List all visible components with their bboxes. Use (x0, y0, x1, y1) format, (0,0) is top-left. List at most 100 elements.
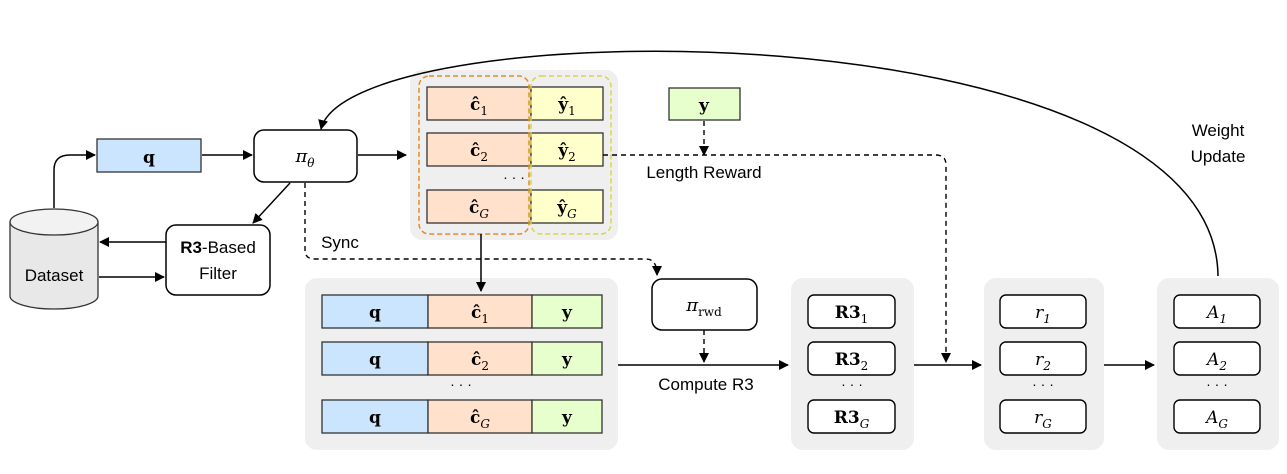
triple-cot-label-subscript: G (480, 417, 490, 431)
r3-score-label-subscript: 1 (861, 312, 869, 326)
dataset-to-query-arrow (53, 150, 96, 208)
r3-score-label: R3G (834, 408, 870, 431)
rollout-cot-label: ĉ2 (470, 141, 488, 164)
reward-model-symbol: π (685, 295, 699, 316)
r3-score-box (807, 294, 896, 329)
filter-bold: R3 (180, 238, 202, 257)
triple-target-label-main: y (561, 408, 573, 428)
rollout-answer-label-subscript: 1 (568, 104, 576, 118)
triples-ellipsis: · · · (450, 376, 472, 392)
triple-cot-cell (427, 294, 533, 329)
triple-cot-label-subscript: 2 (481, 359, 489, 373)
advantage-label-subscript: 1 (1219, 312, 1227, 326)
length-reward-label: Length Reward (646, 163, 761, 182)
rollout-cot-label-subscript: 2 (480, 150, 488, 164)
triple-query-label-main: q (369, 350, 381, 370)
rollout-answer-label: ŷ2 (557, 141, 576, 164)
r3-score-label-subscript: G (860, 417, 870, 431)
advantage-box (1173, 341, 1261, 376)
reward-model-subscript: rwd (698, 305, 722, 319)
reward-label: r1 (1035, 303, 1051, 326)
advantage-ellipsis: · · · (1206, 376, 1228, 392)
r3-score-label: R32 (835, 350, 869, 373)
rollout-cot-label-main: ĉ (470, 141, 480, 161)
r3-score-label-subscript: 2 (861, 359, 869, 373)
r3-score-label: R31 (835, 303, 869, 326)
policy-subscript: θ (307, 156, 315, 170)
sync-arrow (304, 183, 662, 276)
triple-cot-label-subscript: 1 (481, 312, 489, 326)
connectors (53, 50, 1219, 370)
rollout-cot-cell (426, 189, 532, 224)
triple-query-label: q (369, 408, 381, 428)
policy-symbol: π (294, 146, 308, 167)
reward-box (999, 341, 1087, 376)
advantage-box (1173, 294, 1261, 329)
weight-update-line1: Weight (1192, 121, 1245, 140)
rollout-ellipsis: · · · (503, 169, 525, 185)
triple-cot-label-main: ĉ (471, 350, 481, 370)
triple-target-cell (531, 294, 603, 329)
triple-target-label-main: y (561, 303, 573, 323)
r3-ellipsis: · · · (841, 376, 863, 392)
compute-r3-label: Compute R3 (658, 375, 753, 394)
dataset-label: Dataset (25, 266, 84, 285)
rollout-answer-label-main: ŷ (557, 95, 569, 115)
triple-query-label: q (369, 350, 381, 370)
rollout-cot-label: ĉG (469, 198, 489, 221)
triple-target-label-main: y (561, 350, 573, 370)
rollout-answer-label: ŷG (556, 198, 577, 221)
triple-cot-label-main: ĉ (471, 303, 481, 323)
weight-update-line2: Update (1191, 147, 1246, 166)
policy-model-node (253, 129, 358, 183)
reward-ellipsis: · · · (1032, 376, 1054, 392)
r3-score-label-main: R3 (834, 408, 860, 428)
filter-line1: R3-Based (180, 238, 256, 257)
reward-model-label: πrwd (685, 295, 722, 319)
reward-label-main: r (1035, 350, 1044, 370)
advantage-label-main: A (1205, 303, 1219, 323)
rollout-cot-label-subscript: G (479, 207, 489, 221)
filter-line2: Filter (199, 264, 237, 283)
advantage-box (1173, 399, 1261, 434)
cot-group-outline (418, 75, 530, 235)
policy-model-label: πθ (294, 146, 315, 170)
triple-query-label: q (369, 303, 381, 323)
rollout-answer-cell (530, 86, 604, 121)
rollout-cot-label-main: ĉ (470, 95, 480, 115)
triple-target-cell (531, 341, 603, 376)
sync-label: Sync (321, 233, 359, 252)
weight-update-arrow (318, 50, 1219, 277)
rollout-answer-label-main: ŷ (557, 141, 569, 161)
advantage-label-main: A (1205, 350, 1219, 370)
advantage-label-main: A (1204, 408, 1218, 428)
reward-label: rG (1034, 408, 1052, 431)
query-label: q (143, 148, 155, 168)
reward-label-subscript: 2 (1042, 359, 1051, 373)
triple-cot-label: ĉ2 (471, 350, 489, 373)
rollout-answer-label-subscript: 2 (568, 150, 576, 164)
advantage-label: A1 (1205, 303, 1227, 326)
triple-query-cell (321, 341, 429, 376)
rollout-answer-label-main: ŷ (556, 198, 568, 218)
length-reward-to-reward-arrow (603, 154, 951, 363)
rollout-answer-cell (530, 189, 604, 224)
reward-label-main: r (1034, 408, 1043, 428)
advantage-label: AG (1204, 408, 1228, 431)
rollout-answer-label-subscript: G (567, 207, 577, 221)
triple-query-cell (321, 294, 429, 329)
reward-label-main: r (1035, 303, 1044, 323)
triple-target-label: y (561, 408, 573, 428)
rollout-answer-label: ŷ1 (557, 95, 576, 118)
r3-based-filter-node (165, 224, 271, 296)
triple-cot-label: ĉ1 (471, 303, 489, 326)
rollout-cot-label: ĉ1 (470, 95, 488, 118)
rollout-cot-label-main: ĉ (469, 198, 479, 218)
policy-to-filter-arrow (252, 182, 291, 224)
rollout-cot-cell (426, 86, 532, 121)
